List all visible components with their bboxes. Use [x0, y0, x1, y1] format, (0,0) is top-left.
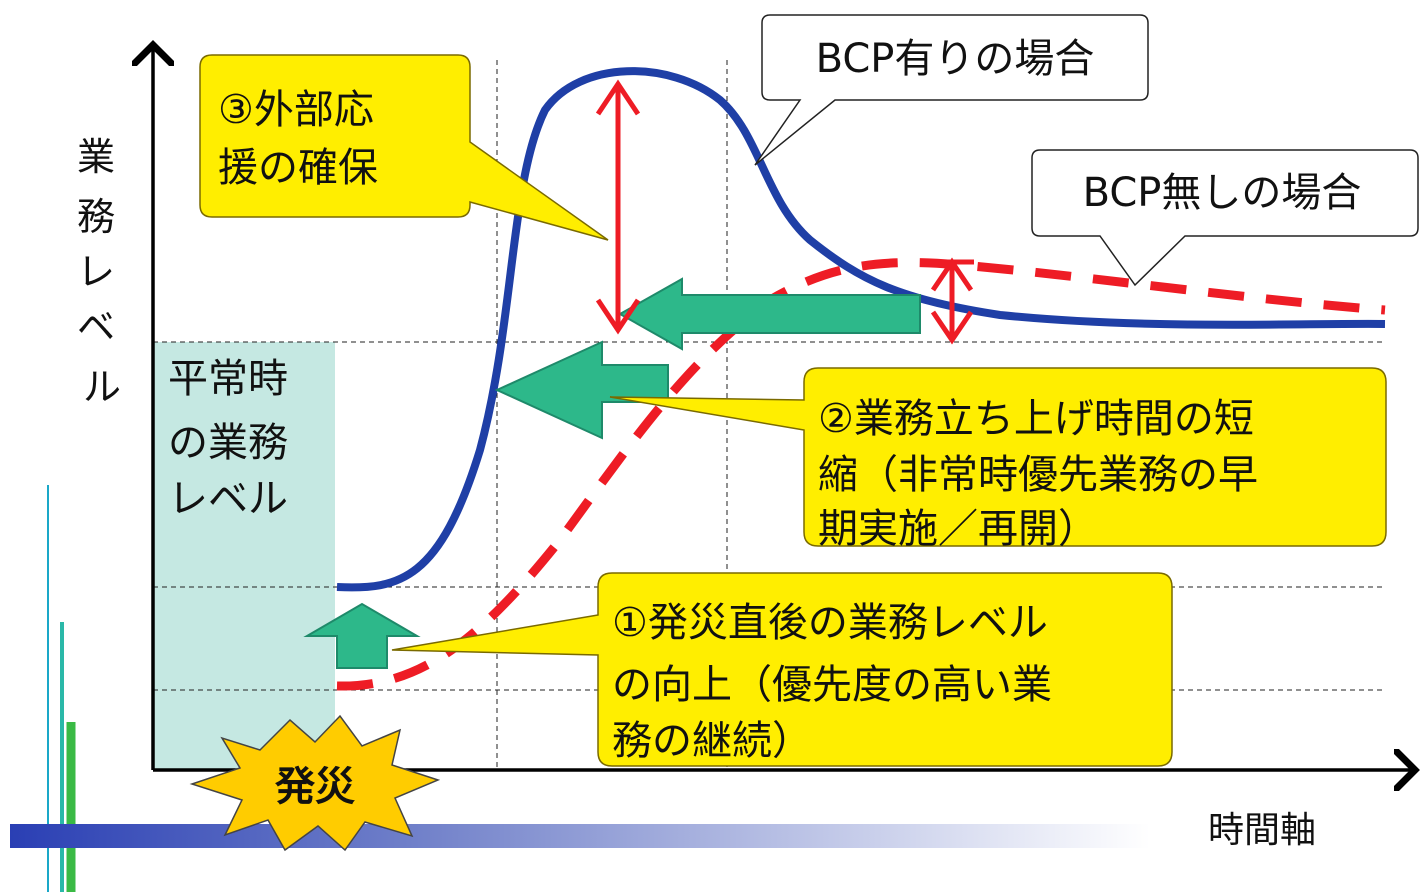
y-axis-label: 業 務 レ ベ ル [77, 135, 127, 409]
green-arrow-up [303, 602, 421, 669]
callout-outside-support [199, 54, 609, 241]
normal-level-label: 平常時 の業務 レベル [168, 356, 301, 522]
callout-shorten-startup [609, 367, 1387, 547]
disaster-badge [189, 714, 441, 852]
green-arrow-top [617, 277, 921, 351]
callout-without-bcp [1031, 149, 1419, 287]
callout-with-bcp [754, 14, 1149, 166]
bottom-gradient-bar [10, 824, 1150, 848]
callout-outside-support-text: ③外部応 援の確保 [218, 87, 387, 191]
bcp-curve [336, 67, 1386, 592]
x-axis-label: 時間軸 [1208, 810, 1316, 851]
normal-level-box [153, 342, 335, 769]
callout-improve-level [391, 572, 1173, 767]
callout-shorten-startup-text: ②業務立ち上げ時間の短 縮（非常時優先業務の早 期実施／再開） [818, 396, 1271, 552]
disaster-badge-label: 発災 [275, 764, 355, 810]
callout-without-bcp-text: BCP無しの場合 [1083, 170, 1362, 216]
callout-improve-level-text: ①発災直後の業務レベル の向上（優先度の高い業 務の継続） [612, 600, 1065, 764]
callout-with-bcp-text: BCP有りの場合 [816, 36, 1095, 82]
red-double-arrow-large [595, 79, 641, 335]
red-double-arrow-small [930, 257, 974, 345]
